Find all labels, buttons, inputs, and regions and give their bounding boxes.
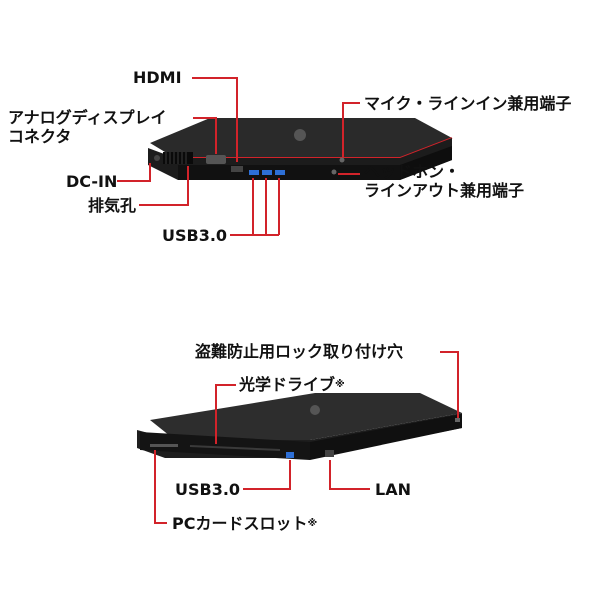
exhaust-vent: [163, 152, 193, 164]
usb-port: [275, 170, 285, 175]
headphone-line-out-label: ヘッドホン・ ラインアウト兼用端子: [364, 162, 524, 200]
leader-lines-bottom: [154, 351, 459, 524]
headphone-label-line1: ヘッドホン・: [364, 162, 461, 181]
security-lock-slot: [455, 418, 460, 422]
lan-port: [325, 450, 334, 457]
analog-display-connector-label: アナログディスプレイ コネクタ: [8, 108, 167, 146]
usb-port: [249, 170, 259, 175]
pc-card-slot-note: ※: [307, 518, 318, 529]
optical-drive-label: 光学ドライブ※: [239, 375, 345, 394]
vga-port: [206, 155, 226, 164]
laptop-left-side-view: [148, 118, 453, 180]
usb-port: [262, 170, 272, 175]
optical-drive-text: 光学ドライブ: [239, 375, 336, 394]
dc-in-label: DC-IN: [66, 172, 118, 191]
laptop-right-side-view: [137, 393, 462, 460]
analog-display-label-line1: アナログディスプレイ: [8, 108, 167, 127]
dc-in-port: [154, 155, 160, 161]
hdmi-port: [231, 166, 243, 172]
pc-card-slot-text: PCカードスロット: [172, 514, 308, 533]
analog-display-label-line2: コネクタ: [8, 127, 72, 146]
leader-lines-top: [117, 77, 360, 236]
usb-label-bottom: USB3.0: [175, 480, 241, 499]
exhaust-label: 排気孔: [88, 196, 137, 215]
pc-card-slot-label: PCカードスロット※: [172, 514, 317, 533]
headphone-label-line2: ラインアウト兼用端子: [364, 181, 525, 200]
headphone-jack: [331, 169, 337, 175]
pc-card-slot: [150, 444, 178, 447]
security-lock-label: 盗難防止用ロック取り付け穴: [195, 342, 404, 361]
usb-port-right: [286, 452, 294, 458]
usb-label-top: USB3.0: [162, 226, 228, 245]
hdmi-label: HDMI: [133, 68, 182, 87]
optical-drive-note: ※: [335, 379, 345, 390]
mic-line-in-label: マイク・ラインイン兼用端子: [364, 94, 572, 113]
lan-label: LAN: [375, 480, 411, 499]
mic-jack: [339, 157, 345, 163]
